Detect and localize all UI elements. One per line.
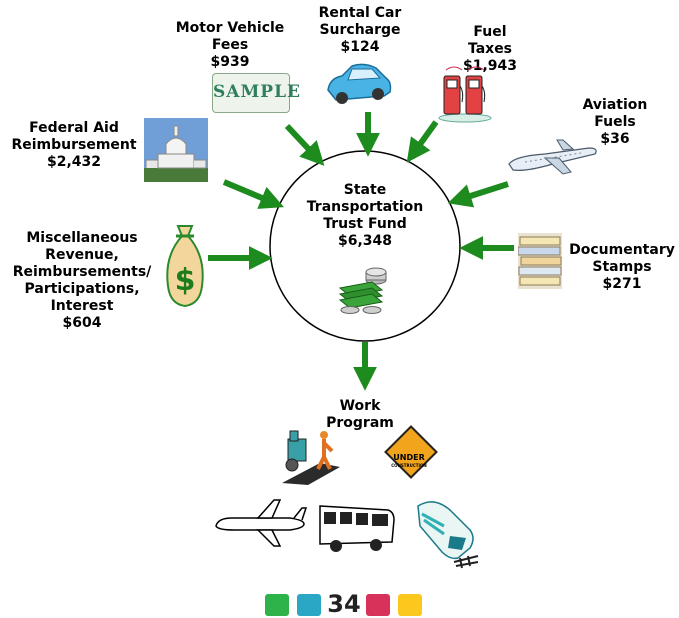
documentary-label: Documentary Stamps $271 (569, 242, 675, 292)
capitol-icon (144, 118, 208, 182)
bus-icon (319, 505, 395, 552)
rental-car-label: Rental Car Surcharge $124 (318, 5, 402, 55)
gas-pump-icon (438, 66, 492, 123)
fuel-label: Fuel Taxes $1,943 (462, 24, 518, 74)
work-program-label: Work Program (326, 398, 394, 431)
svg-text:$: $ (175, 263, 196, 298)
money-stack-icon (338, 267, 387, 314)
arrow-motor-vehicle (284, 123, 325, 166)
page-number: 34 (327, 590, 361, 618)
sign-text-construction: CONSTRUCTION (391, 463, 427, 468)
motor-vehicle-label: Motor Vehicle Fees $939 (175, 20, 285, 70)
trust-fund-label: State Transportation Trust Fund $6,348 (306, 182, 424, 249)
license-plate-text: SAMPLE (213, 82, 301, 102)
under-construction-sign: UNDER CONSTRUCTION (384, 425, 438, 479)
arrow-fuel (406, 120, 439, 163)
documents-icon (518, 233, 562, 289)
teal-square (297, 594, 321, 616)
yellow-square (398, 594, 422, 616)
arrow-aviation (447, 181, 509, 208)
red-square (366, 594, 390, 616)
train-icon (417, 501, 479, 569)
federal-label: Federal Aid Reimbursement $2,432 (11, 120, 137, 170)
road-worker-icon (282, 430, 340, 485)
arrow-federal (222, 179, 284, 209)
green-square (265, 594, 289, 616)
money-bag-icon: $ (166, 225, 204, 308)
sign-text-under: UNDER (393, 453, 425, 462)
car-icon (327, 63, 392, 104)
misc-label: Miscellaneous Revenue, Reimbursements/ P… (12, 230, 152, 331)
license-plate-icon: SAMPLE (212, 73, 301, 113)
airplane-outline-icon (215, 499, 308, 547)
airplane-icon (508, 139, 597, 175)
aviation-label: Aviation Fuels $36 (582, 97, 648, 147)
